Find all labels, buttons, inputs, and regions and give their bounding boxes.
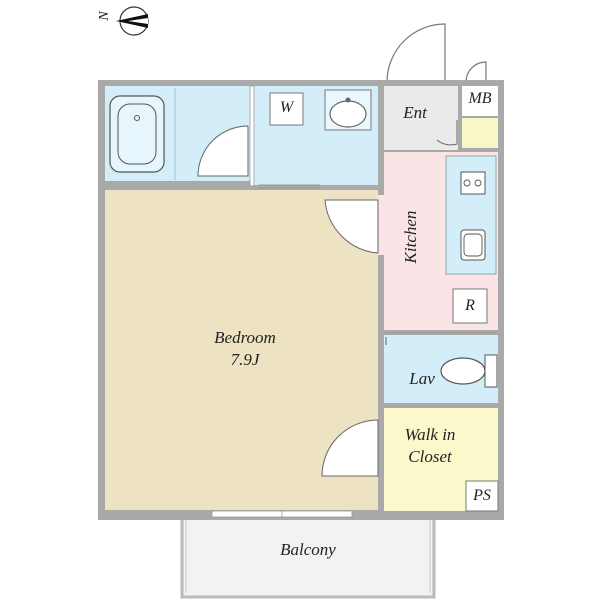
compass-arrow-light-half bbox=[128, 18, 148, 24]
toilet-icon bbox=[440, 357, 486, 385]
closet-door-swing bbox=[321, 419, 379, 477]
closet-line2: Closet bbox=[408, 447, 452, 466]
stove-icon bbox=[460, 171, 486, 195]
compass bbox=[116, 6, 149, 36]
entrance-door-swing bbox=[386, 23, 446, 83]
meter-box-area bbox=[462, 86, 498, 116]
pipe-space-label: PS bbox=[473, 487, 491, 504]
washer-label: W bbox=[279, 99, 294, 116]
meter-box-door-swing bbox=[465, 61, 487, 83]
burner bbox=[463, 179, 471, 187]
closet-line1: Walk in bbox=[404, 425, 456, 444]
bath-door-swing bbox=[197, 125, 249, 177]
faucet bbox=[345, 97, 351, 103]
bedroom-size: 7.9J bbox=[230, 350, 260, 369]
shoe-box bbox=[462, 118, 498, 148]
kitchen-label: Kitchen bbox=[401, 210, 420, 264]
meter-box-label: MB bbox=[468, 90, 492, 107]
fridge-label: R bbox=[465, 297, 475, 314]
entrance-area bbox=[384, 86, 458, 150]
entrance-label: Ent bbox=[403, 103, 427, 122]
toilet-tank bbox=[484, 354, 498, 388]
bedroom-doorway bbox=[377, 195, 385, 255]
pipe-space-box bbox=[465, 480, 499, 512]
bedroom-label: Bedroom 7.9J bbox=[185, 327, 305, 371]
balcony-label: Balcony bbox=[280, 540, 336, 559]
fridge-box bbox=[452, 288, 488, 324]
lavatory-label: Lav bbox=[409, 369, 435, 388]
closet-label: Walk in Closet bbox=[388, 424, 472, 468]
bathtub-inner bbox=[117, 103, 157, 165]
balcony-area bbox=[180, 515, 436, 599]
bathtub-icon bbox=[109, 95, 165, 173]
burner bbox=[474, 179, 482, 187]
kitchen-sink-inner bbox=[463, 233, 483, 257]
pipe-chase bbox=[249, 85, 255, 187]
bedroom-name: Bedroom bbox=[214, 328, 276, 347]
drain bbox=[134, 115, 140, 121]
bedroom-door-swing bbox=[324, 199, 379, 254]
sink-icon bbox=[329, 100, 367, 128]
entrance-door-swing-inner bbox=[436, 120, 458, 146]
washer-box bbox=[269, 92, 304, 126]
kitchen-sink-icon bbox=[460, 229, 486, 261]
compass-north-label: N bbox=[97, 11, 112, 21]
